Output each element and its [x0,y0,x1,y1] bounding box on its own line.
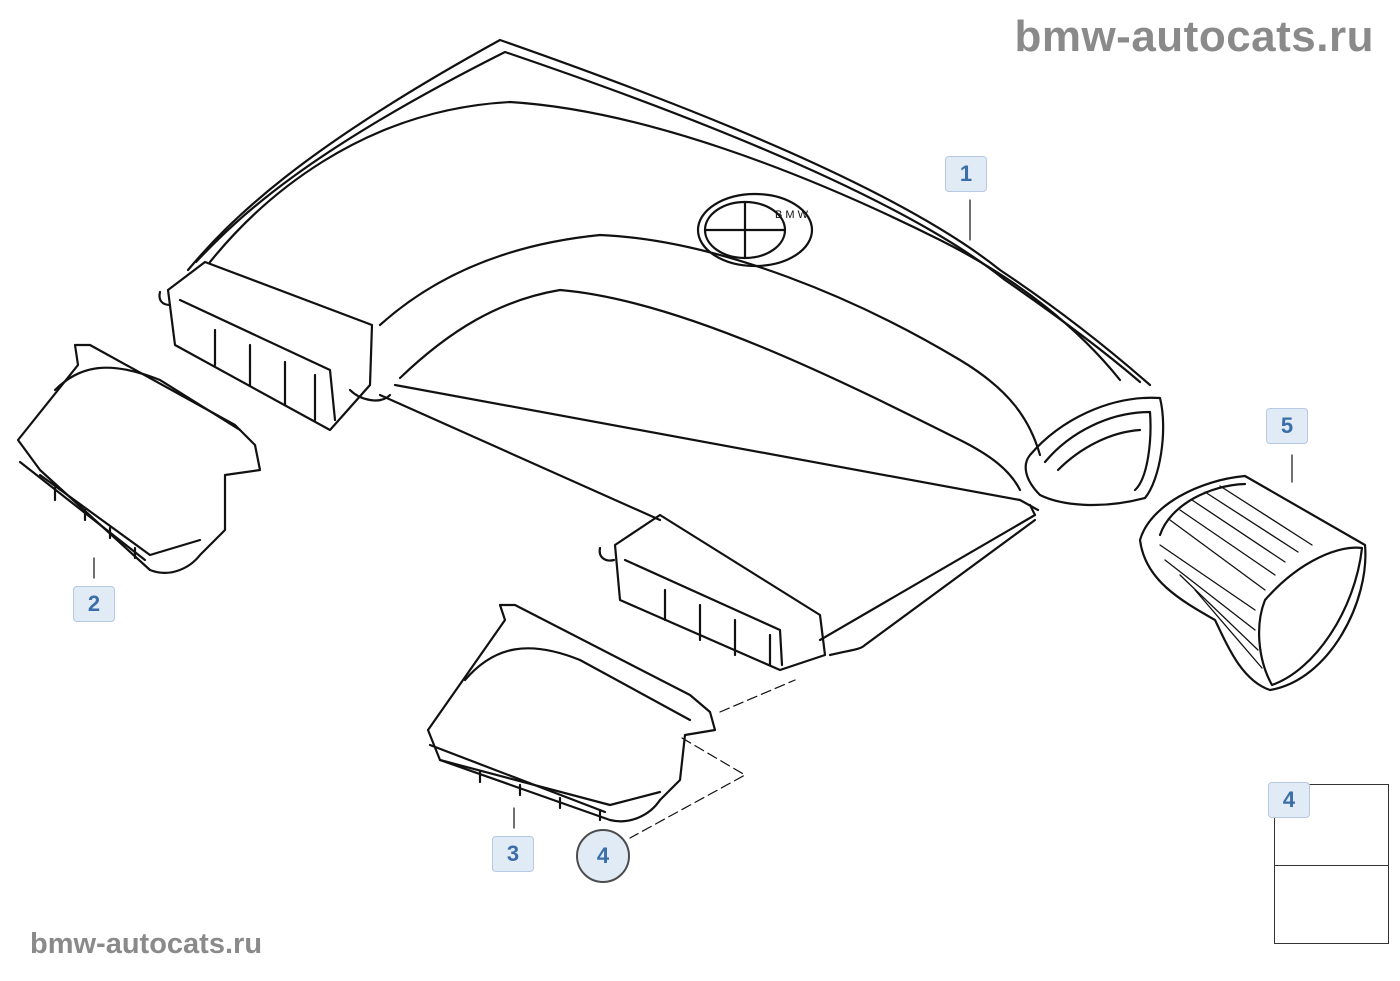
callout-4[interactable]: 4 [576,829,630,883]
intake-duct-right-drawing [426,603,717,823]
air-intake-housing-drawing: B M W [158,38,1165,672]
inset-divider [1275,865,1388,866]
callout-2[interactable]: 2 [73,586,115,622]
callout-5[interactable]: 5 [1266,408,1308,444]
watermark-top: bmw-autocats.ru [1014,12,1374,61]
callout-1[interactable]: 1 [945,156,987,192]
inset-callout-4[interactable]: 4 [1268,782,1310,818]
rubber-bellows-drawing [1138,474,1367,692]
intake-duct-left-drawing [16,343,262,574]
callout-3[interactable]: 3 [492,836,534,872]
svg-text:B M W: B M W [775,209,809,221]
watermark-bottom: bmw-autocats.ru [30,928,263,960]
